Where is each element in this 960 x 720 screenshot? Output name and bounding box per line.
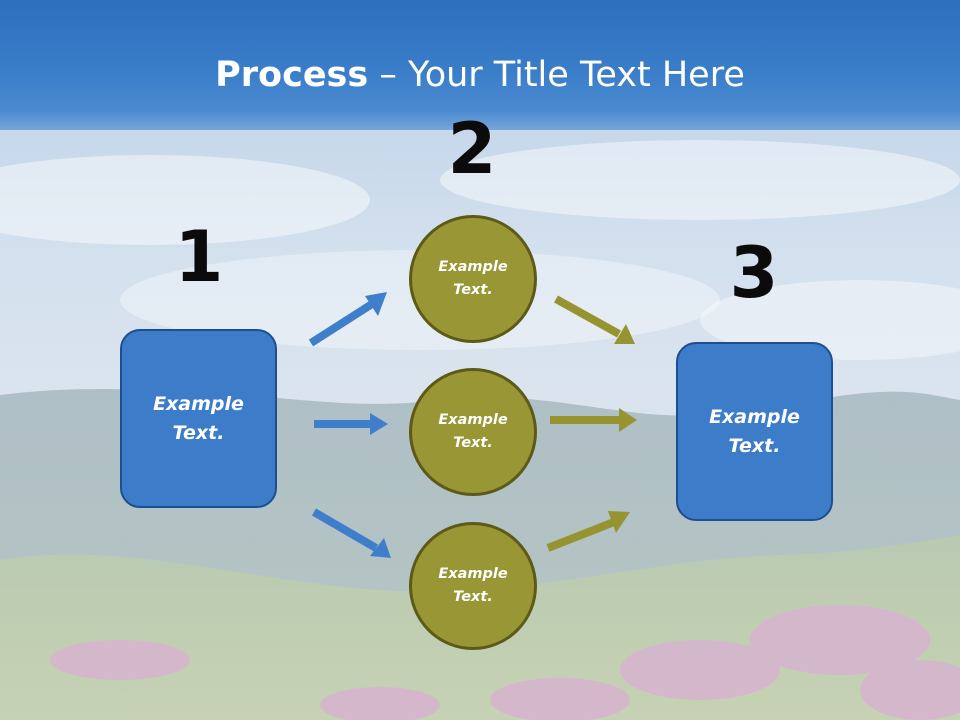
blue-arrow-up-shaft — [308, 300, 375, 347]
blue-arrow-straight-head — [370, 413, 388, 435]
step-2-middle-text-line-2: Text. — [453, 435, 493, 451]
olive-arrows — [546, 295, 637, 552]
step-3-text-line-2: Text. — [728, 434, 781, 457]
olive-arrow-down-head — [614, 324, 635, 344]
step-2-top-text-line-2: Text. — [453, 282, 493, 298]
blue-arrow-down-head — [370, 538, 391, 558]
olive-arrow-straight-head — [619, 408, 637, 432]
olive-arrow-up-head — [608, 511, 630, 533]
blue-arrows — [308, 292, 391, 558]
title-rest: – Your Title Text Here — [368, 55, 745, 95]
blue-arrow-down-shaft — [311, 508, 379, 552]
blue-arrow-up-head — [365, 292, 387, 316]
step-1-text-line-1: Example — [153, 392, 244, 415]
slide-title: Process – Your Title Text Here — [0, 55, 960, 95]
step-number-1: 1 — [174, 216, 224, 298]
olive-arrow-up-shaft — [546, 518, 616, 552]
title-bar: Process – Your Title Text Here — [0, 0, 960, 130]
step-2-bottom-text-line-2: Text. — [453, 589, 493, 605]
step-number-2: 2 — [447, 108, 497, 190]
olive-arrow-down-shaft — [554, 295, 621, 338]
step-2-middle-text-line-1: Example — [438, 412, 508, 428]
title-bold: Process — [215, 55, 369, 95]
step-1-text-line-2: Text. — [172, 421, 225, 444]
step-2-bottom-text-line-1: Example — [438, 566, 508, 582]
step-number-3: 3 — [729, 232, 779, 314]
step-3-text-line-1: Example — [709, 405, 800, 428]
step-2-top-text-line-1: Example — [438, 259, 508, 275]
